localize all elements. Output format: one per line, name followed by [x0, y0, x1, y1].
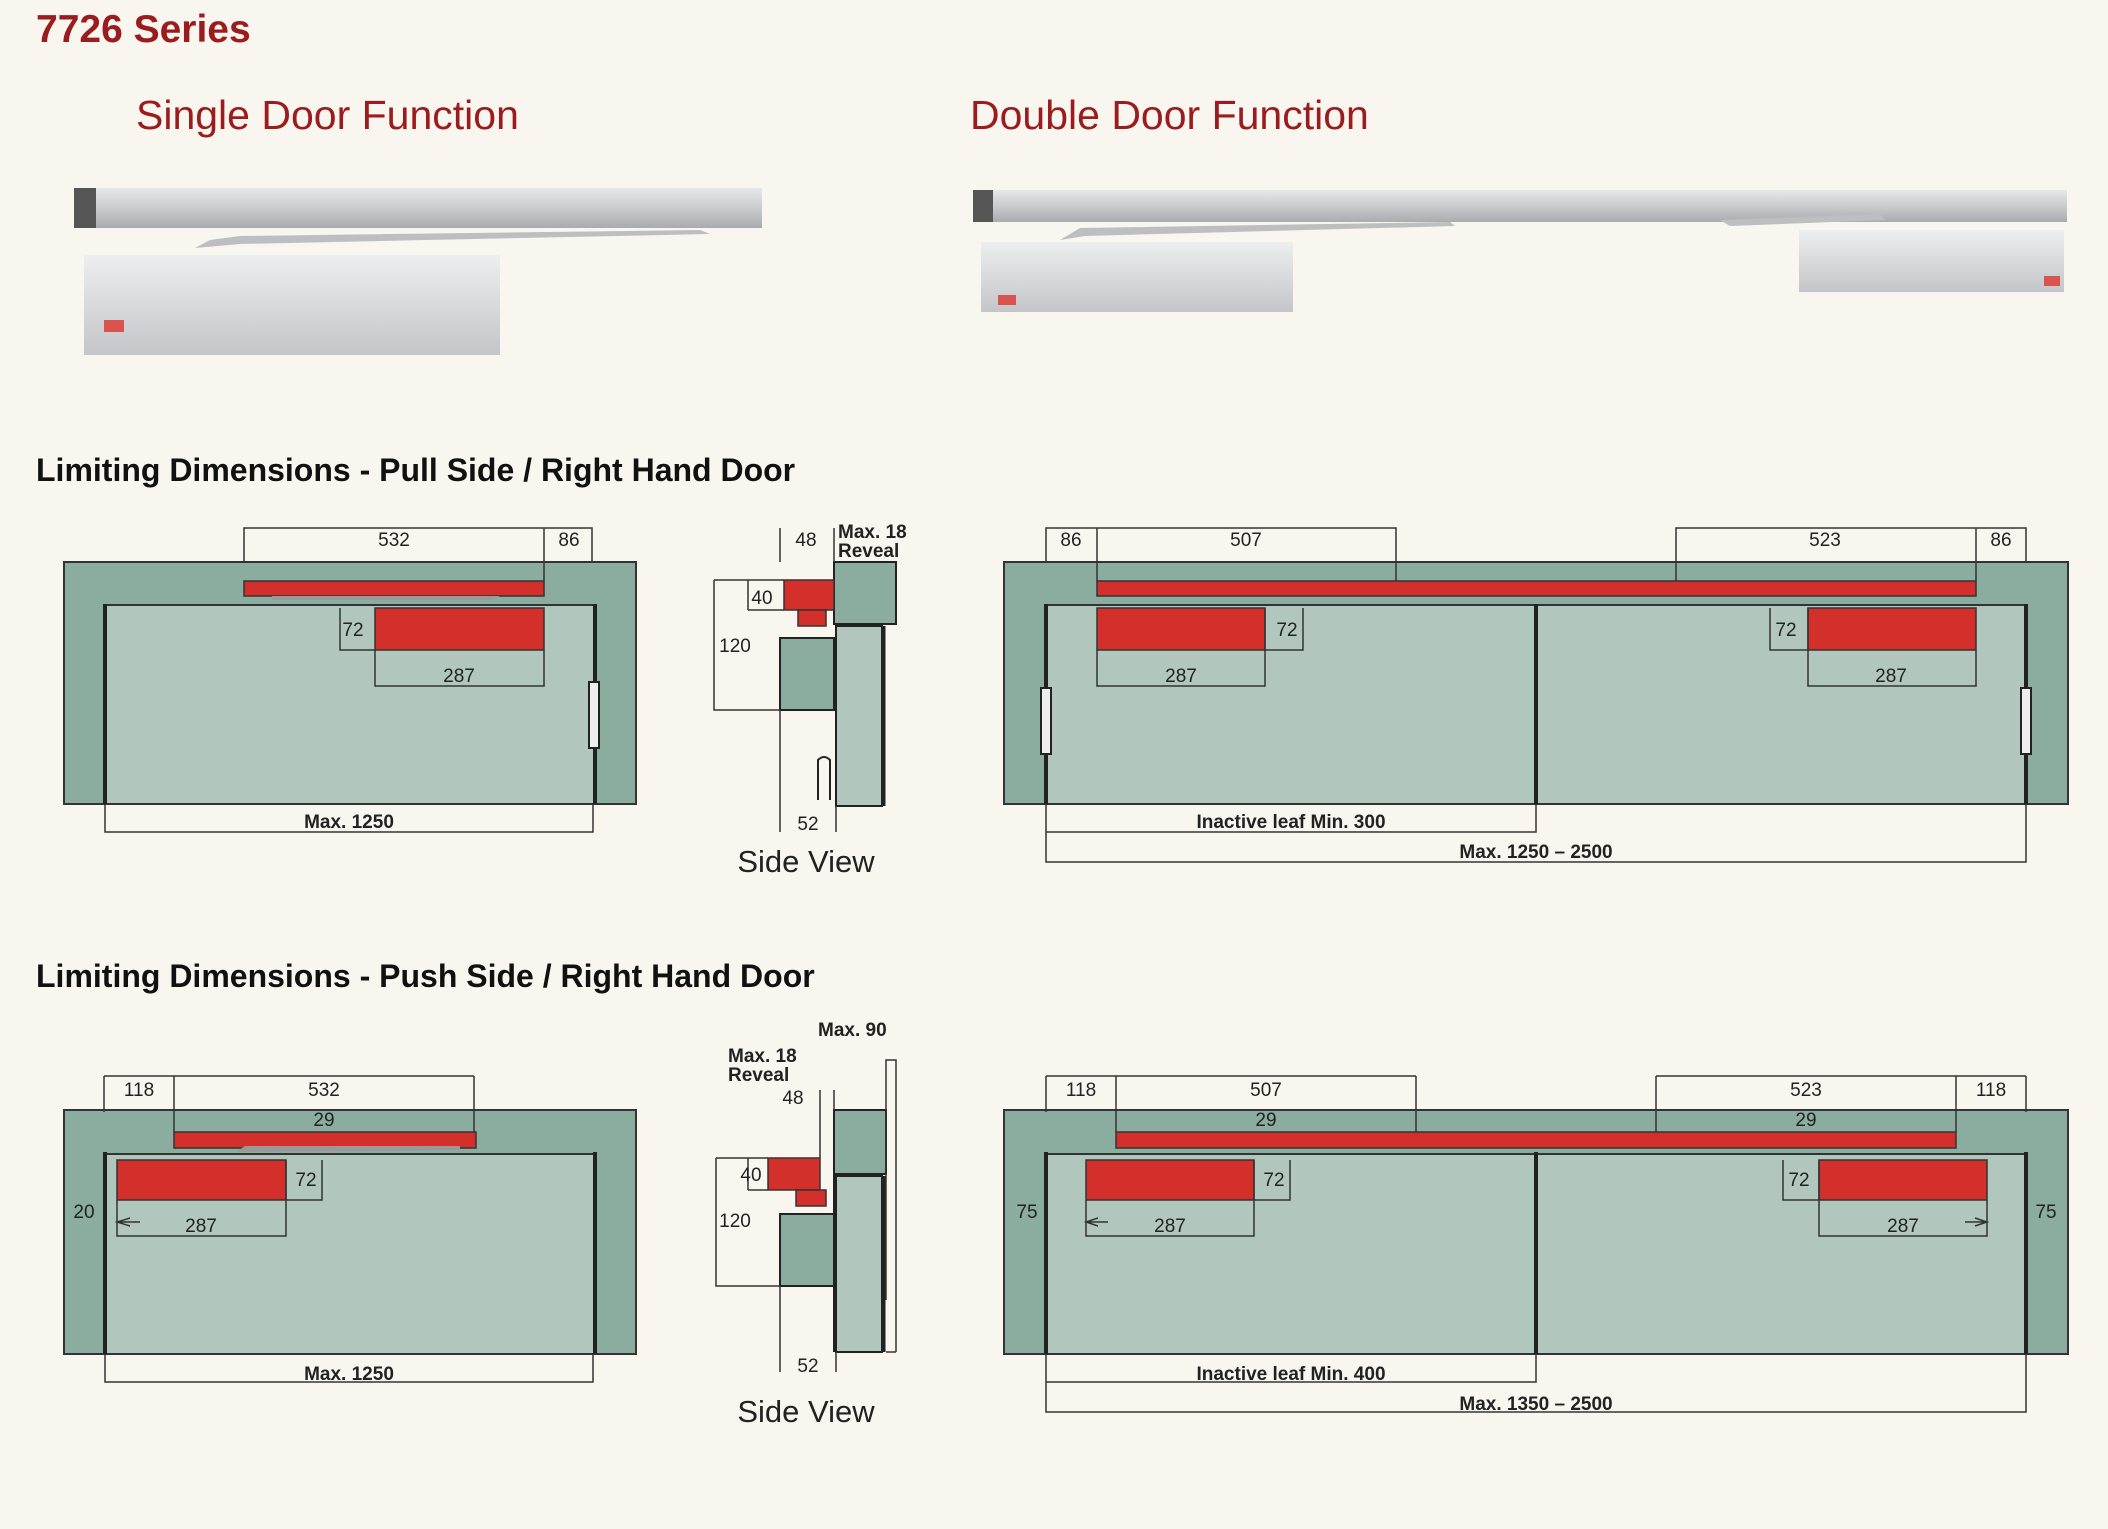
push-side-body-height: 40: [740, 1165, 761, 1186]
push-single-side-offset: 20: [73, 1202, 94, 1223]
pull-double-door-drawing: [1003, 527, 2069, 863]
pull-double-height-right: 72: [1775, 620, 1796, 641]
pull-single-end-offset: 86: [558, 530, 579, 551]
pull-side-body-height: 40: [751, 588, 772, 609]
push-single-arm-offset: 29: [313, 1110, 334, 1131]
pull-side-total-height: 120: [719, 636, 751, 657]
pull-double-rail-right: 523: [1809, 530, 1841, 551]
push-single-rail-length: 532: [308, 1080, 340, 1101]
pull-single-rail-length: 532: [378, 530, 410, 551]
pull-double-max-width: Max. 1250 – 2500: [1459, 842, 1612, 863]
pull-side-section-title: Limiting Dimensions - Pull Side / Right …: [36, 452, 796, 488]
push-side-view-drawing: [715, 1059, 897, 1372]
push-double-side-right: 75: [2035, 1202, 2056, 1223]
pull-double-body-left: 287: [1165, 666, 1197, 687]
push-double-door-drawing: [1003, 1075, 2069, 1413]
push-side-door-thickness: 52: [797, 1356, 818, 1377]
single-door-closer-image: [74, 188, 762, 355]
push-double-inactive-leaf: Inactive leaf Min. 400: [1196, 1364, 1385, 1385]
pull-single-door-drawing: [63, 527, 637, 833]
push-side-total-height: 120: [719, 1211, 751, 1232]
pull-side-view-label: Side View: [737, 844, 875, 879]
push-single-body-height: 72: [295, 1170, 316, 1191]
push-single-offset: 118: [124, 1080, 154, 1101]
push-double-rail-right: 523: [1790, 1080, 1822, 1101]
series-title: 7726 Series: [36, 8, 251, 51]
push-side-reveal-max: Max. 18: [728, 1046, 797, 1067]
pull-double-height-left: 72: [1276, 620, 1297, 641]
push-double-height-left: 72: [1263, 1170, 1284, 1191]
pull-side-reveal-max: Max. 18: [838, 522, 907, 543]
pull-double-rail-left: 507: [1230, 530, 1262, 551]
push-double-offset-left: 118: [1066, 1080, 1096, 1101]
push-side-view-label: Side View: [737, 1394, 875, 1429]
push-double-body-right: 287: [1887, 1216, 1919, 1237]
push-double-arm-left: 29: [1255, 1110, 1276, 1131]
pull-double-end-left: 86: [1060, 530, 1081, 551]
pull-double-body-right: 287: [1875, 666, 1907, 687]
push-double-side-left: 75: [1016, 1202, 1037, 1223]
push-single-door-drawing: [63, 1075, 637, 1383]
push-double-body-left: 287: [1154, 1216, 1186, 1237]
pull-side-door-thickness: 52: [797, 814, 818, 835]
push-side-reveal-label: Reveal: [728, 1065, 789, 1086]
push-single-body-length: 287: [185, 1216, 217, 1237]
double-door-function-title: Double Door Function: [970, 92, 1369, 138]
pull-side-view-drawing: [713, 528, 897, 832]
double-door-closer-image: [973, 190, 2067, 312]
push-double-rail-left: 507: [1250, 1080, 1282, 1101]
push-single-max-width: Max. 1250: [304, 1364, 394, 1385]
pull-single-body-length: 287: [443, 666, 475, 687]
single-door-function-title: Single Door Function: [136, 92, 519, 138]
pull-side-rail-depth: 48: [795, 530, 816, 551]
pull-double-end-right: 86: [1990, 530, 2011, 551]
pull-double-inactive-leaf: Inactive leaf Min. 300: [1196, 812, 1385, 833]
pull-single-body-height: 72: [342, 620, 363, 641]
pull-side-reveal-label: Reveal: [838, 541, 899, 562]
push-side-rail-depth: 48: [782, 1088, 803, 1109]
push-double-max-width: Max. 1350 – 2500: [1459, 1394, 1612, 1415]
push-double-height-right: 72: [1788, 1170, 1809, 1191]
push-double-arm-right: 29: [1795, 1110, 1816, 1131]
push-side-section-title: Limiting Dimensions - Push Side / Right …: [36, 958, 815, 994]
push-double-offset-right: 118: [1976, 1080, 2006, 1101]
pull-single-max-width: Max. 1250: [304, 812, 394, 833]
push-side-max-projection: Max. 90: [818, 1020, 887, 1041]
